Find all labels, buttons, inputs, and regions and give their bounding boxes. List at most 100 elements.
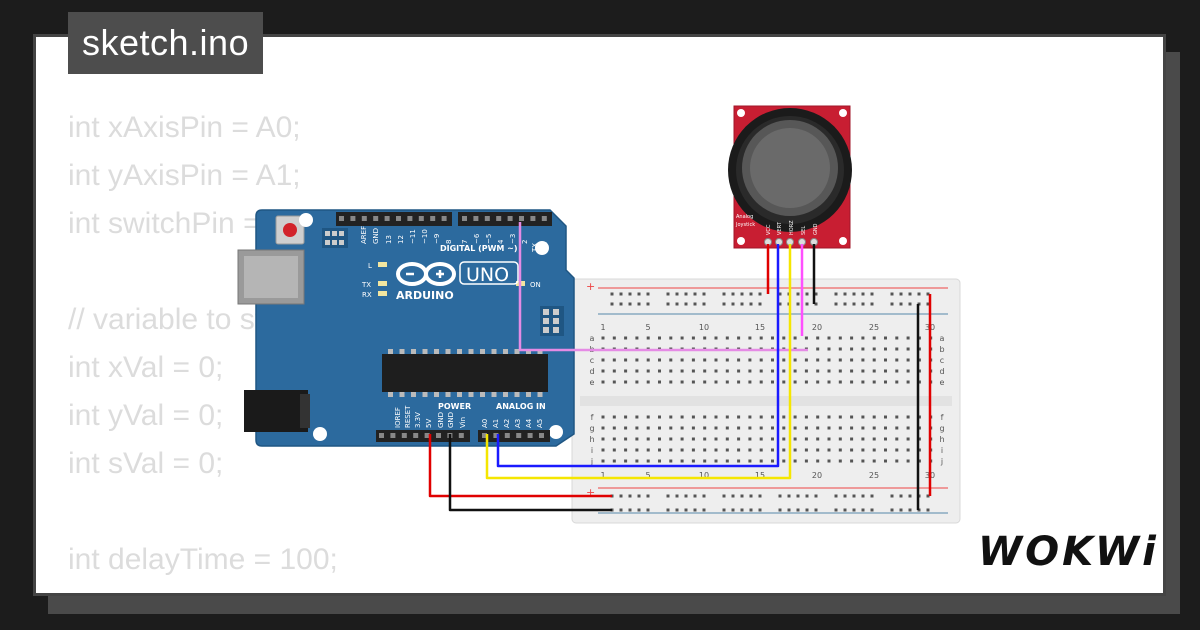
breadboard-hole xyxy=(884,380,887,384)
svg-text:VCC: VCC xyxy=(766,224,772,235)
rail-hole xyxy=(843,508,847,512)
chip-leg xyxy=(399,349,405,354)
breadboard-hole xyxy=(782,459,786,463)
breadboard-hole xyxy=(895,358,899,362)
icsp-pins-right xyxy=(543,309,559,333)
breadboard-hole xyxy=(703,426,707,430)
svg-text:~5: ~5 xyxy=(485,234,493,244)
breadboard-hole xyxy=(714,415,718,419)
led-rx-label: RX xyxy=(362,291,372,299)
rail-hole xyxy=(646,292,650,296)
breadboard-hole xyxy=(804,459,808,463)
breadboard-hole xyxy=(646,448,650,452)
mounting-hole xyxy=(535,241,549,255)
breadboard-hole xyxy=(658,369,661,373)
rail-hole xyxy=(693,494,697,498)
rail-hole xyxy=(740,508,744,512)
rail-hole xyxy=(908,302,912,306)
breadboard-hole xyxy=(861,448,865,452)
wokwi-logo[interactable]: WOKWi xyxy=(978,526,1156,578)
breadboard-hole xyxy=(759,369,763,373)
rail-hole xyxy=(861,494,865,498)
power-label: POWER xyxy=(438,402,471,411)
analog-joystick-module[interactable]: Analog Joystick VCC VERT HORZ SEL GND xyxy=(728,105,852,249)
rail-hole xyxy=(814,302,818,306)
rail-hole xyxy=(684,292,688,296)
breadboard-hole xyxy=(793,448,797,452)
svg-text:13: 13 xyxy=(385,235,393,244)
breadboard[interactable]: + + 1 5 10 15 20 25 30 1 5 10 15 20 25 3… xyxy=(571,278,961,524)
breadboard-hole xyxy=(759,336,763,340)
breadboard-hole xyxy=(861,380,865,384)
uno-model-label: UNO xyxy=(466,264,509,286)
breadboard-hole xyxy=(680,336,684,340)
wire-a0-horz xyxy=(485,244,792,480)
rail-hole xyxy=(899,302,903,306)
arduino-uno-board[interactable]: DIGITAL (PWM ~) AREF GND 13 12 ~11 ~10 ~… xyxy=(237,209,575,447)
breadboard-hole xyxy=(601,426,605,430)
arduino-brand-label: ARDUINO xyxy=(396,289,454,302)
rail-hole xyxy=(890,508,894,512)
rail-hole xyxy=(758,508,762,512)
breadboard-hole xyxy=(884,369,887,373)
led-tx xyxy=(378,281,387,286)
svg-text:RESET: RESET xyxy=(404,405,412,428)
chip-leg xyxy=(503,392,508,397)
rail-hole xyxy=(890,494,894,498)
header-pin xyxy=(493,433,499,438)
breadboard-hole xyxy=(691,369,695,373)
rail-hole xyxy=(637,494,641,498)
rail-hole xyxy=(814,494,818,498)
breadboard-hole xyxy=(703,448,707,452)
breadboard-hole xyxy=(917,415,921,419)
chip-leg xyxy=(434,392,439,397)
breadboard-hole xyxy=(838,358,842,362)
column-label-25: 25 xyxy=(869,323,879,332)
rail-hole xyxy=(637,508,641,512)
power-pin-labels: IOREF RESET 3.3V 5V GND GND Vin A0 A1 A2… xyxy=(394,405,544,428)
rail-hole xyxy=(619,508,623,512)
header-pin xyxy=(401,433,407,438)
column-label-10: 10 xyxy=(699,323,709,332)
breadboard-hole xyxy=(669,437,673,441)
breadboard-hole xyxy=(850,358,854,362)
chip-leg xyxy=(468,349,474,354)
rail-hole xyxy=(740,292,744,296)
row-label-c-right: c xyxy=(940,356,944,365)
breadboard-hole xyxy=(895,415,899,419)
row-label-i: i xyxy=(591,446,593,455)
rail-hole xyxy=(778,494,782,498)
header-pin xyxy=(530,216,536,221)
breadboard-hole xyxy=(884,336,887,340)
rail-hole xyxy=(843,292,847,296)
breadboard-hole xyxy=(691,415,695,419)
breadboard-hole xyxy=(804,369,808,373)
breadboard-hole xyxy=(872,358,876,362)
rail-hole xyxy=(843,494,847,498)
breadboard-hole xyxy=(680,459,684,463)
rail-hole xyxy=(899,292,903,296)
wires xyxy=(428,222,932,512)
chip-leg xyxy=(422,392,428,397)
breadboard-hole xyxy=(816,347,820,351)
breadboard-hole xyxy=(838,437,842,441)
breadboard-hole xyxy=(884,437,887,441)
breadboard-hole xyxy=(635,358,639,362)
rail-hole xyxy=(870,302,874,306)
breadboard-hole xyxy=(816,426,820,430)
svg-text:RX: RX xyxy=(541,242,549,252)
breadboard-hole xyxy=(884,347,887,351)
breadboard-hole xyxy=(703,415,707,419)
rail-hole xyxy=(666,302,670,306)
breadboard-hole xyxy=(703,437,707,441)
rail-hole xyxy=(908,508,912,512)
breadboard-hole xyxy=(691,358,695,362)
breadboard-hole xyxy=(793,415,797,419)
breadboard-hole xyxy=(827,380,831,384)
breadboard-hole xyxy=(669,448,673,452)
svg-text:VERT: VERT xyxy=(777,221,783,235)
breadboard-hole xyxy=(782,448,786,452)
breadboard-hole xyxy=(917,448,921,452)
svg-text:2: 2 xyxy=(521,240,529,244)
header-pin xyxy=(441,216,447,221)
